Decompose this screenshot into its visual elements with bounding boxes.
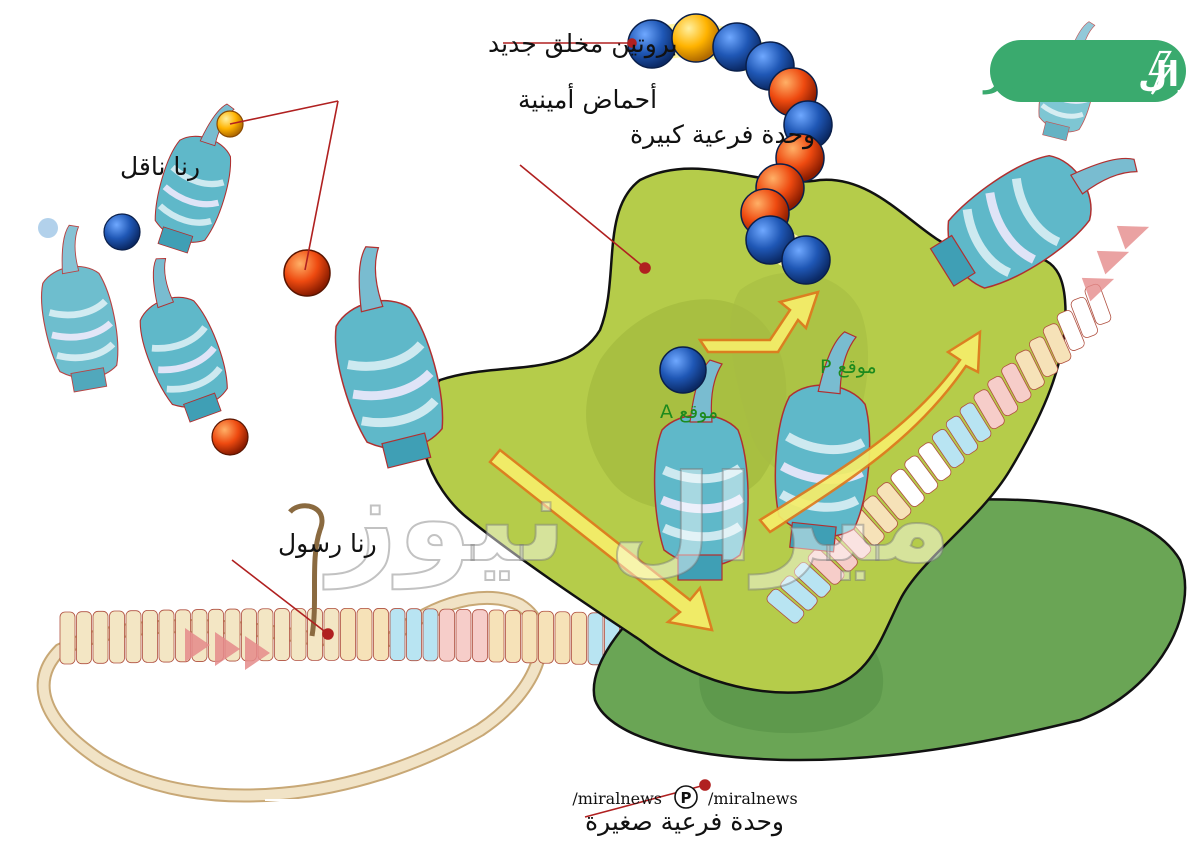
mrna-base	[290, 608, 307, 661]
trna-free-3	[117, 249, 239, 428]
protein-amino-acid	[781, 235, 831, 285]
mrna-base	[862, 495, 898, 533]
mrna-base	[987, 376, 1019, 417]
mrna-base	[274, 608, 290, 661]
arrow-incoming-to-a	[488, 448, 714, 632]
label-site-p: موقع P	[820, 356, 877, 378]
mrna-exit-bases	[766, 283, 1112, 624]
mrna-base	[521, 610, 538, 664]
mrna-base	[455, 608, 472, 662]
mrna-base	[932, 429, 965, 469]
label-trna: رنا ناقل	[120, 152, 200, 181]
mrna-base	[1029, 336, 1059, 377]
lightning-icon	[1148, 50, 1175, 95]
direction-arrows-right	[1081, 225, 1150, 302]
leader-lines	[229, 38, 711, 818]
mrna-base	[422, 608, 439, 662]
mrna-base	[92, 610, 109, 664]
logo-text-miral: ميـرال	[1138, 55, 1200, 95]
mrna-base	[1070, 296, 1098, 338]
mrna-base	[406, 608, 422, 662]
logo-text-news: نيوز	[982, 55, 1052, 95]
mrna-base	[973, 389, 1005, 430]
mrna-base	[959, 402, 992, 443]
mrna-base	[340, 607, 356, 661]
mrna-base	[890, 468, 925, 507]
protein-amino-acid	[671, 13, 721, 63]
mrna-base	[807, 548, 845, 585]
mrna-base	[876, 482, 912, 520]
mrna-base	[158, 609, 175, 663]
mrna-base	[1042, 323, 1072, 364]
mrna-squiggle	[288, 503, 325, 637]
arrow-to-protein	[697, 290, 820, 354]
mrna-base	[76, 611, 92, 665]
mrna-base	[356, 607, 373, 661]
mrna-base	[488, 609, 505, 663]
mrna-base	[472, 609, 488, 663]
mrna-base	[794, 562, 832, 598]
social-handle-right: /miralnews	[708, 789, 798, 808]
label-large-subunit: وحدة فرعية كبيرة	[630, 120, 815, 150]
mrna-base	[373, 608, 389, 661]
label-mrna: رنا رسول	[278, 529, 377, 558]
label-amino-acids: أحماض أمينية	[518, 82, 657, 114]
svg-text:P: P	[681, 789, 692, 807]
mrna-base	[125, 610, 142, 664]
brand-logo: ميـرال نيوز	[982, 40, 1200, 102]
label-new-protein: بروتين مخلق جديد	[488, 29, 678, 59]
mrna-base	[538, 610, 554, 664]
social-strip: /miralnews P /miralnews	[265, 785, 798, 809]
mrna-base	[780, 575, 818, 611]
mrna-base	[1056, 310, 1085, 351]
mrna-base	[439, 608, 455, 662]
mrna-base	[766, 588, 805, 624]
new-protein-chain	[627, 13, 833, 285]
mrna-base	[571, 611, 587, 665]
watermark: ميرال نيوز	[323, 450, 951, 589]
amino-acid-incoming	[283, 249, 331, 297]
label-small-subunit: وحدة فرعية صغيرة	[585, 807, 784, 837]
amino-acid-faded	[38, 218, 58, 238]
mrna-base	[587, 612, 604, 666]
mrna-base	[389, 608, 406, 661]
mrna-base	[554, 611, 571, 665]
mrna-base	[142, 609, 158, 663]
mrna-base	[1015, 349, 1045, 391]
mrna-base	[904, 455, 938, 494]
label-site-a: موقع A	[660, 401, 718, 423]
mrna-base	[505, 609, 521, 663]
logo-badge	[990, 40, 1186, 102]
amino-acid-free-blue	[103, 213, 141, 251]
pinterest-icon	[674, 785, 698, 809]
direction-arrows-left	[185, 628, 270, 670]
mrna-base	[1001, 362, 1032, 404]
mrna-base	[918, 442, 952, 481]
mrna-base	[59, 611, 76, 665]
arrow-p-to-exit	[758, 329, 982, 534]
amino-acid-free-orange	[211, 418, 249, 456]
social-handle-left: /miralnews	[572, 789, 662, 808]
mrna-base	[109, 610, 125, 664]
mrna-base	[945, 415, 979, 456]
amino-acid-a-site	[659, 346, 707, 394]
